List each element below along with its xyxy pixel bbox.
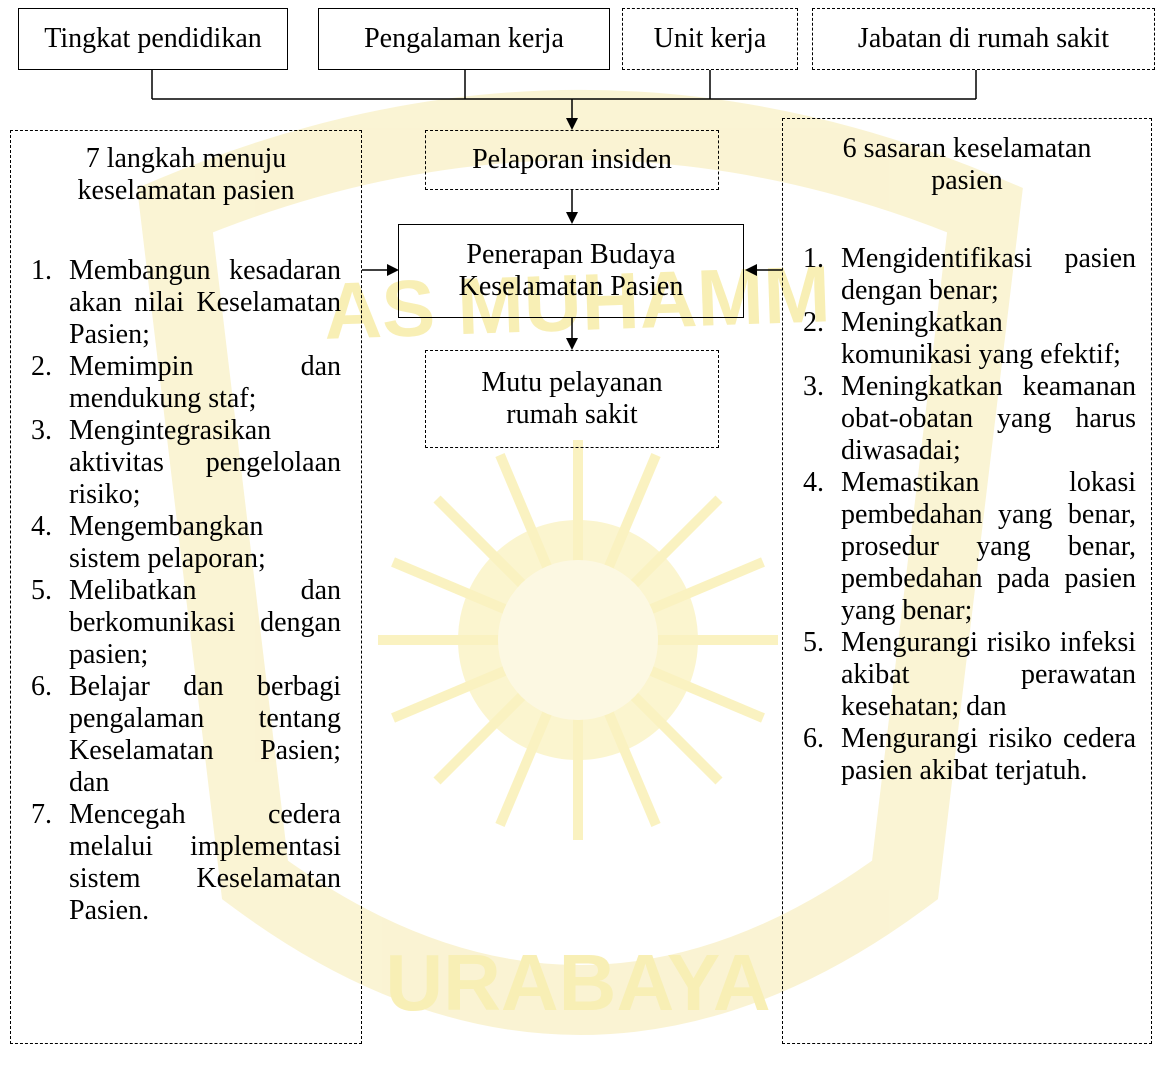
six-goals-title-line2: pasien <box>931 165 1003 196</box>
seven-steps-title-line2: keselamatan pasien <box>77 175 295 206</box>
education-box: Tingkat pendidikan <box>18 8 288 70</box>
sun-icon <box>378 440 778 840</box>
list-item: 1.Membangun kesadaran akan nilai Keselam… <box>31 255 341 350</box>
seven-steps-list: 1.Membangun kesadaran akan nilai Keselam… <box>31 255 341 927</box>
list-item: 7.Mencegah cedera melalui implementasi s… <box>31 799 341 926</box>
seven-steps-title: 7 langkah menuju keselamatan pasien <box>11 143 361 207</box>
work-unit-label: Unit kerja <box>653 23 767 54</box>
service-quality-line2: rumah sakit <box>506 399 638 430</box>
list-item: 2.Meningkatkan komunikasi yang efektif; <box>803 307 1121 370</box>
six-goals-title: 6 sasaran keselamatan pasien <box>783 133 1151 197</box>
experience-label: Pengalaman kerja <box>364 23 564 54</box>
list-item: 3.Meningkatkan keamanan obat-obatan yang… <box>803 371 1136 466</box>
incident-reporting-label: Pelaporan insiden <box>472 144 672 175</box>
list-item: 6.Mengurangi risiko cedera pasien akibat… <box>803 723 1136 786</box>
education-label: Tingkat pendidikan <box>44 23 262 54</box>
seven-steps-panel: 7 langkah menuju keselamatan pasien 1.Me… <box>10 130 362 1044</box>
six-goals-list: 1.Mengidentifikasi pasien dengan benar; … <box>803 243 1136 787</box>
six-goals-title-line1: 6 sasaran keselamatan <box>842 133 1092 164</box>
work-unit-box: Unit kerja <box>622 8 798 70</box>
list-item: 2.Memimpin dan mendukung staf; <box>31 351 341 414</box>
safety-culture-line1: Penerapan Budaya <box>466 239 676 270</box>
incident-reporting-box: Pelaporan insiden <box>425 130 719 190</box>
position-label: Jabatan di rumah sakit <box>857 23 1110 54</box>
list-item: 3.Mengintegrasikan aktivitas pengelolaan… <box>31 415 341 510</box>
list-item: 4.Memastikan lokasi pembedahan yang bena… <box>803 467 1136 626</box>
list-item: 1.Mengidentifikasi pasien dengan benar; <box>803 243 1136 306</box>
watermark-bottom-text: URABAYA <box>385 938 770 1027</box>
list-item: 5.Melibatkan dan berkomunikasi dengan pa… <box>31 575 341 670</box>
service-quality-box: Mutu pelayanan rumah sakit <box>425 350 719 448</box>
experience-box: Pengalaman kerja <box>318 8 610 70</box>
list-item: 5.Mengurangi risiko infeksi akibat peraw… <box>803 627 1136 722</box>
list-item: 4.Mengembangkan sistem pelaporan; <box>31 511 266 574</box>
seven-steps-title-line1: 7 langkah menuju <box>85 143 287 174</box>
safety-culture-box: Penerapan Budaya Keselamatan Pasien <box>398 224 744 318</box>
position-box: Jabatan di rumah sakit <box>812 8 1155 70</box>
service-quality-line1: Mutu pelayanan <box>481 367 663 398</box>
six-goals-panel: 6 sasaran keselamatan pasien 1.Mengident… <box>782 118 1152 1044</box>
list-item: 6.Belajar dan berbagi pengalaman tentang… <box>31 671 341 798</box>
safety-culture-line2: Keselamatan Pasien <box>458 271 684 302</box>
